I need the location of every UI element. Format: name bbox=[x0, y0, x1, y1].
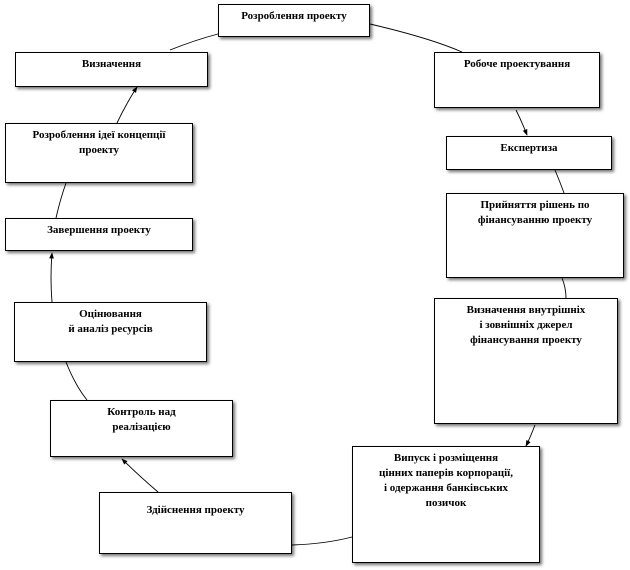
stage-project-implementation: Здійснення проекту bbox=[99, 492, 292, 554]
connector-arc bbox=[65, 361, 88, 401]
connector-arc bbox=[369, 23, 463, 53]
connector-arc bbox=[49, 252, 54, 303]
connector-arc bbox=[55, 182, 67, 219]
stage-project-completion: Завершення проекту bbox=[5, 218, 193, 251]
stage-working-design: Робоче проектування bbox=[434, 52, 600, 108]
stage-project-development: Розроблення проекту bbox=[218, 4, 370, 37]
connector-arc bbox=[561, 277, 567, 299]
stage-concept-idea-development: Розроблення ідеї концепції проекту bbox=[5, 123, 193, 183]
connector-arc bbox=[169, 33, 219, 51]
stage-expertise: Експертиза bbox=[446, 136, 612, 170]
connector-arc bbox=[515, 109, 528, 136]
stage-implementation-control: Контроль над реалізацією bbox=[50, 400, 233, 457]
stage-funding-sources: Визначення внутрішніх і зовнішніх джерел… bbox=[434, 298, 618, 424]
stage-resource-evaluation: Оцінювання й аналіз ресурсів bbox=[14, 302, 207, 362]
stage-definition: Визначення bbox=[15, 52, 208, 87]
connector-arc bbox=[116, 86, 138, 124]
connector-arc bbox=[121, 458, 159, 493]
stage-financing-decision: Прийняття рішень по фінансуванню проекту bbox=[446, 193, 624, 278]
connector-arc bbox=[525, 424, 536, 447]
connector-arc bbox=[291, 536, 353, 546]
connector-arc bbox=[554, 169, 565, 194]
stage-securities-and-loans: Випуск і розміщення цінних паперів корпо… bbox=[352, 446, 540, 563]
